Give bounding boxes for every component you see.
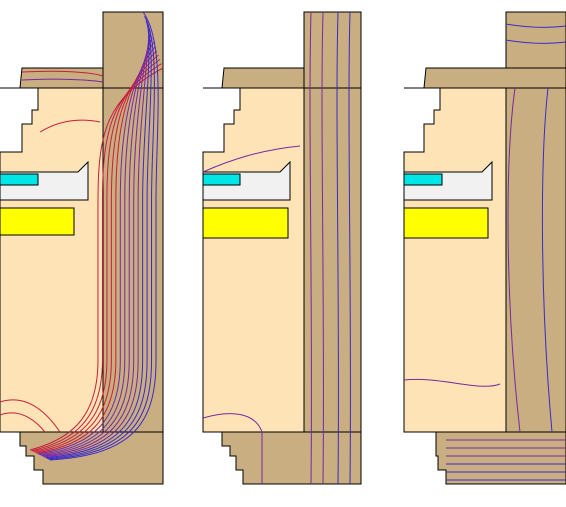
top-flange <box>221 67 305 89</box>
contour-line <box>46 20 152 459</box>
panel-left <box>0 11 164 485</box>
contour-line <box>39 119 101 133</box>
contour-group <box>202 11 351 485</box>
contour-line <box>507 87 521 433</box>
gap-region <box>0 160 89 201</box>
cyan-conductor <box>0 173 39 186</box>
contour-line <box>34 54 159 453</box>
contour-group <box>0 11 164 461</box>
contour-line <box>42 33 152 457</box>
gap-region <box>202 160 291 201</box>
cyan-conductor <box>202 173 241 186</box>
yellow-conductor <box>403 207 489 239</box>
contour-group <box>403 23 566 481</box>
yellow-conductor <box>202 207 289 239</box>
contour-line <box>21 78 104 83</box>
contour-line <box>21 70 104 77</box>
body-region <box>202 87 305 433</box>
contour-line <box>39 41 155 456</box>
contour-line <box>541 87 553 433</box>
cyan-conductor <box>403 173 443 186</box>
panel-middle <box>202 11 362 485</box>
contour-line <box>45 24 150 459</box>
contour-line <box>43 29 150 458</box>
gap-region <box>403 160 493 201</box>
contour-line <box>202 413 263 484</box>
contour-line <box>505 23 566 28</box>
body-region <box>403 87 507 433</box>
contour-line <box>49 11 159 461</box>
contour-line <box>309 11 312 485</box>
contour-line <box>403 378 501 387</box>
contour-line <box>40 37 153 456</box>
contour-line <box>0 399 61 433</box>
contour-line <box>32 58 161 453</box>
top-flange <box>423 67 566 89</box>
contour-line <box>48 16 155 460</box>
contour-line <box>336 11 339 485</box>
panel-right <box>403 11 566 485</box>
contour-line <box>505 39 566 44</box>
contour-line <box>0 412 46 433</box>
contour-line <box>202 145 301 173</box>
contour-line <box>37 46 156 455</box>
contour-line <box>348 11 351 485</box>
body-region <box>0 87 104 433</box>
yellow-conductor <box>0 207 75 236</box>
contour-line <box>36 50 158 454</box>
contour-line <box>321 11 324 485</box>
